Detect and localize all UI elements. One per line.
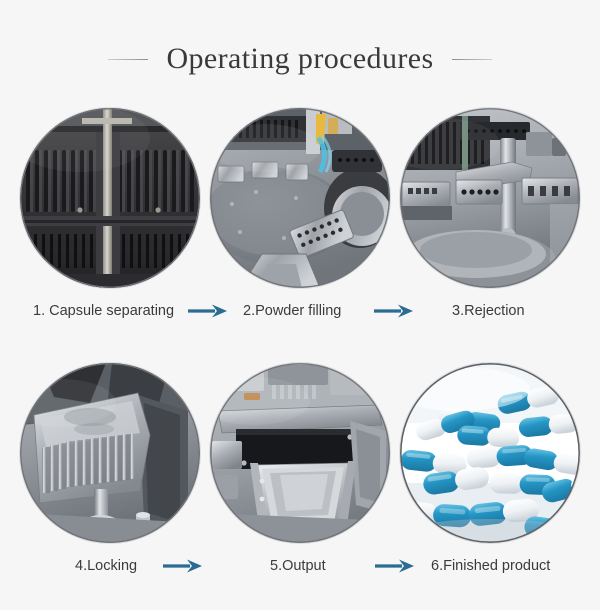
step-6-caption: 6.Finished product [431, 558, 551, 574]
arrow-step-4-to-5 [163, 559, 203, 573]
output-photo [210, 363, 390, 543]
step-5-cell[interactable] [205, 355, 395, 543]
page-title-row: Operating procedures [0, 36, 600, 82]
row-1-captions: 1. Capsule separating 2.Powder filling 3… [0, 296, 600, 326]
title-rule-right-icon [451, 58, 492, 60]
page-title: Operating procedures [166, 42, 434, 75]
capsule-separating-photo [20, 108, 200, 288]
row-2-captions: 4.Locking 5.Output 6.Finished product [0, 551, 600, 581]
steps-row-2: 4.Locking 5.Output 6.Finished product [0, 355, 600, 610]
step-1-caption: 1. Capsule separating [33, 303, 175, 319]
finished-product-photo [400, 363, 580, 543]
arrow-step-1-to-2 [188, 304, 228, 318]
arrow-step-5-to-6 [375, 559, 415, 573]
steps-row-1: 1. Capsule separating 2.Powder filling 3… [0, 100, 600, 355]
step-6-cell[interactable] [395, 355, 585, 543]
step-3-cell[interactable] [395, 100, 585, 288]
step-3-caption: 3.Rejection [452, 303, 525, 319]
step-4-caption: 4.Locking [75, 558, 138, 574]
step-2-cell[interactable] [205, 100, 395, 288]
step-2-caption: 2.Powder filling [243, 303, 342, 319]
step-4-cell[interactable] [15, 355, 205, 543]
rejection-photo [400, 108, 580, 288]
title-rule-left-icon [108, 58, 149, 60]
powder-filling-photo [210, 108, 390, 288]
step-5-caption: 5.Output [270, 558, 326, 574]
step-1-cell[interactable] [15, 100, 205, 288]
steps-grid: 1. Capsule separating 2.Powder filling 3… [0, 100, 600, 610]
arrow-step-2-to-3 [374, 304, 414, 318]
locking-photo [20, 363, 200, 543]
